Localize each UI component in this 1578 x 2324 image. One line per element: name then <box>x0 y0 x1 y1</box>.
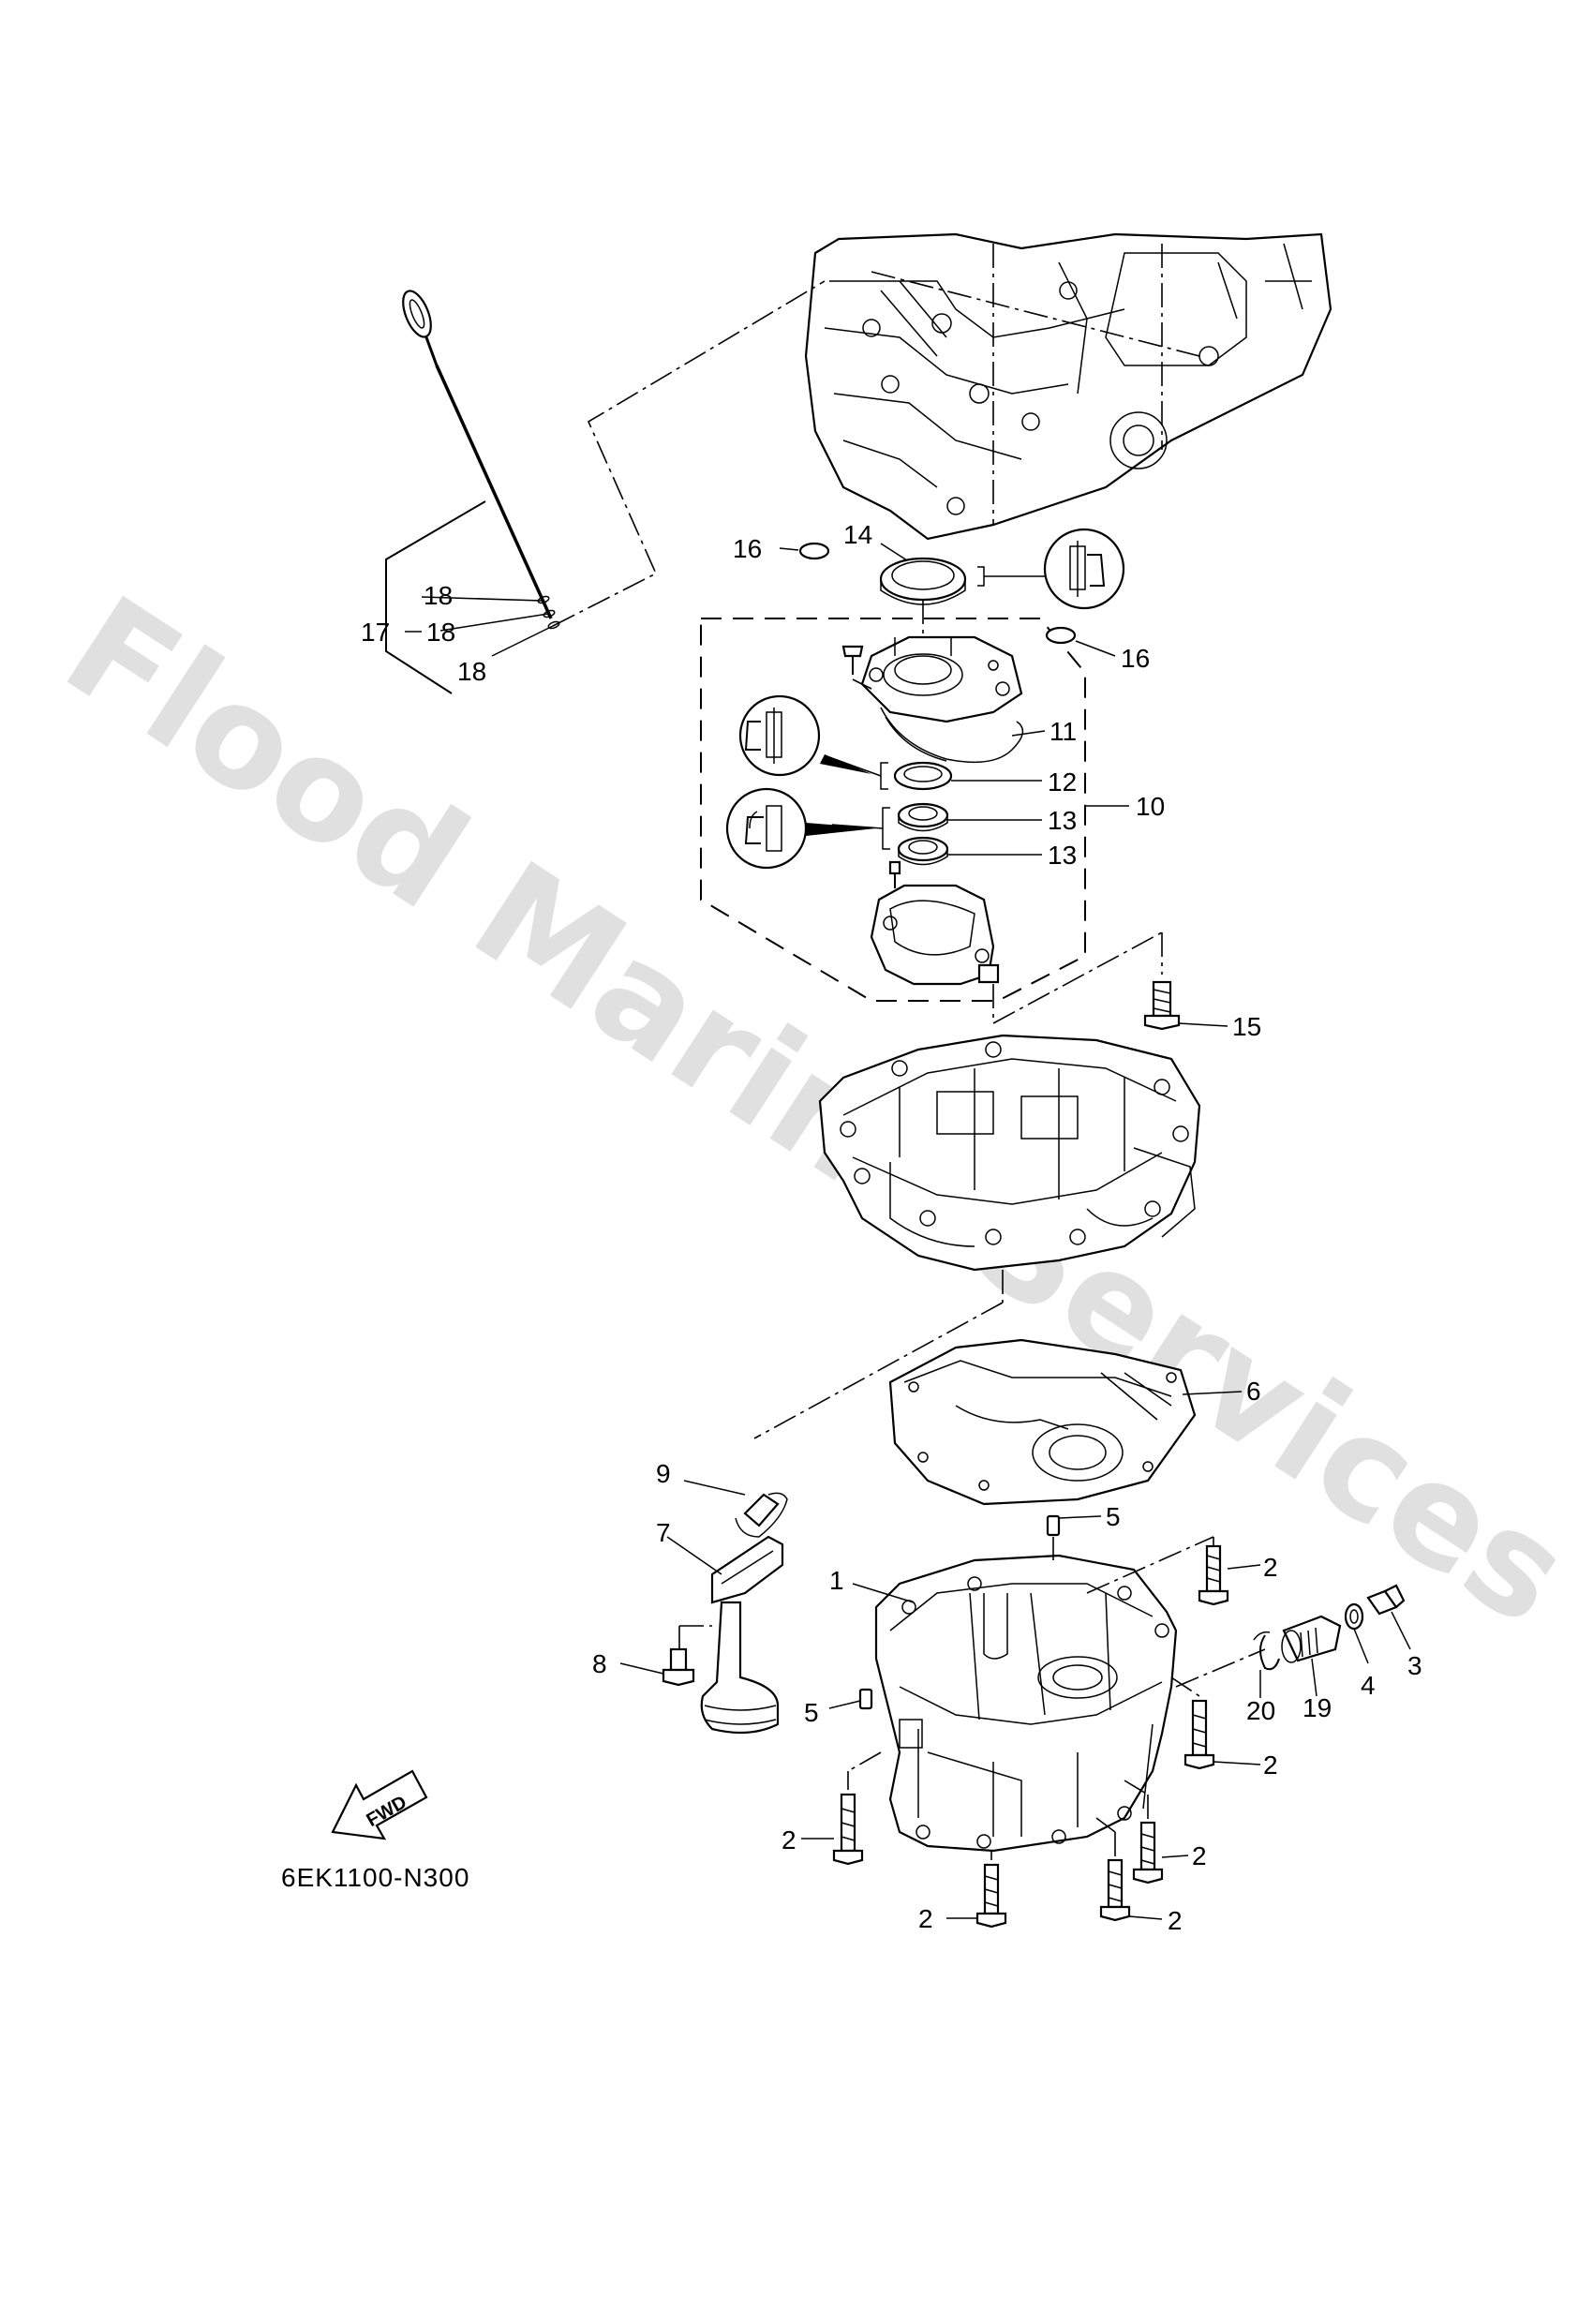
callout-8: 8 <box>592 1649 607 1678</box>
forward-direction-arrow: FWD <box>331 1769 428 1840</box>
callout-20: 20 <box>1246 1696 1275 1725</box>
callout-13-a: 13 <box>1048 806 1077 835</box>
callout-15: 15 <box>1232 1012 1261 1041</box>
pan-bolts-2 <box>801 1536 1261 1929</box>
callout-3: 3 <box>1407 1651 1422 1680</box>
callout-labels: 1 2 2 2 2 2 2 3 4 5 5 6 7 8 9 10 11 12 1… <box>361 520 1422 1935</box>
callout-12: 12 <box>1048 767 1077 797</box>
callout-2-e: 2 <box>918 1904 933 1933</box>
upper-casing-illustration <box>753 1034 1201 1439</box>
oil-strainer-group <box>619 1480 788 1735</box>
engine-block-illustration <box>804 232 1332 541</box>
callout-18-a: 18 <box>424 581 453 610</box>
callout-18-b: 18 <box>426 618 455 647</box>
callout-18-c: 18 <box>457 657 486 686</box>
callout-10: 10 <box>1136 792 1165 821</box>
callout-19: 19 <box>1303 1693 1332 1722</box>
drain-parts <box>1175 1584 1411 1698</box>
gasket-6 <box>888 1338 1243 1506</box>
callout-2-f: 2 <box>1168 1906 1183 1935</box>
callout-4: 4 <box>1361 1671 1376 1700</box>
callout-5-a: 5 <box>1106 1502 1121 1531</box>
callout-1: 1 <box>829 1566 844 1595</box>
drawing-code: 6EK1100-N300 <box>281 1863 469 1892</box>
callout-2-d: 2 <box>1192 1841 1207 1870</box>
callout-13-b: 13 <box>1048 841 1077 870</box>
dowel-pins <box>828 1514 1102 1710</box>
callout-6: 6 <box>1246 1377 1261 1406</box>
callout-16-a: 16 <box>733 534 762 563</box>
callout-9: 9 <box>656 1459 671 1488</box>
dipstick-assembly <box>385 280 826 694</box>
callout-2-b: 2 <box>1263 1750 1278 1780</box>
callout-7: 7 <box>656 1518 671 1547</box>
bolt-15 <box>992 931 1228 1031</box>
callout-2-a: 2 <box>1263 1553 1278 1582</box>
callout-17: 17 <box>361 618 390 647</box>
callout-16-b: 16 <box>1121 644 1150 673</box>
callout-5-b: 5 <box>804 1698 819 1727</box>
oil-pan-1 <box>852 1554 1178 1853</box>
callout-14: 14 <box>843 520 872 549</box>
callout-11: 11 <box>1050 717 1077 746</box>
oil-pump-group <box>700 528 1129 1023</box>
callout-2-c: 2 <box>782 1825 796 1855</box>
